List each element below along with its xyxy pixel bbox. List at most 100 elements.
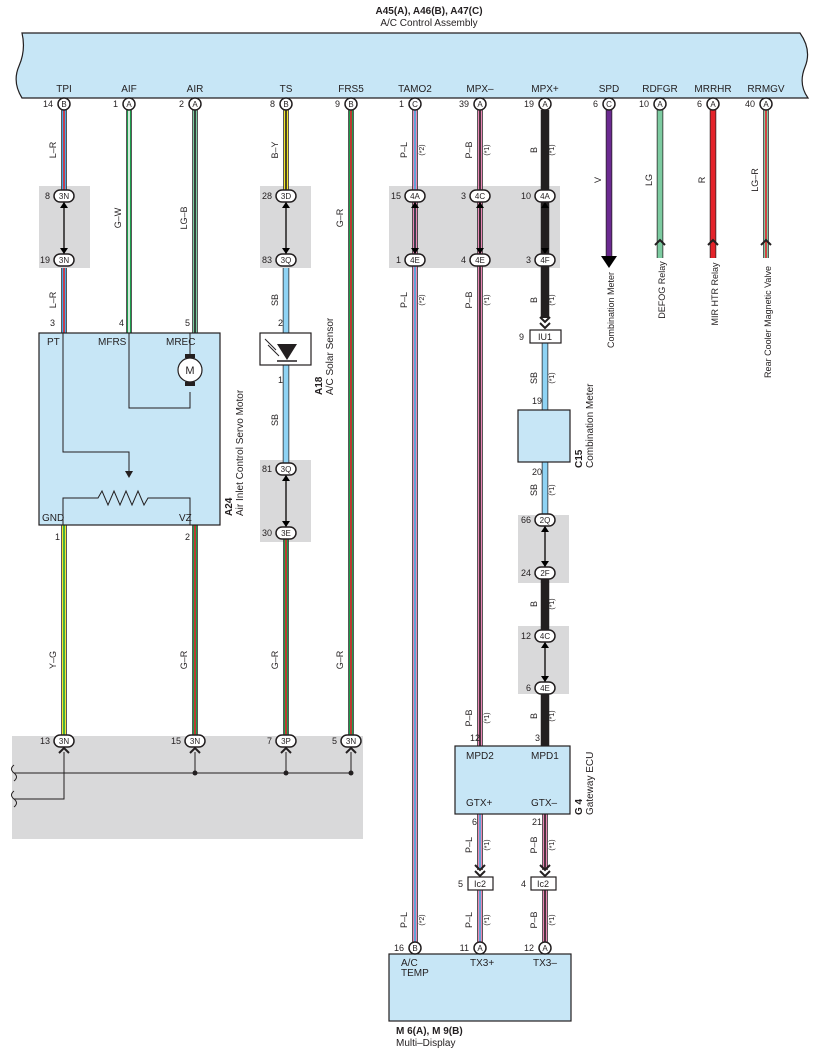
chev-ic2-r-b [539, 870, 551, 878]
conn-mpx+-letter: A [542, 100, 548, 109]
conn-tamo2-letter: C [412, 100, 418, 109]
solar-name: A/C Solar Sensor [325, 317, 336, 395]
gnd-arrow-2 [280, 746, 292, 754]
md-conn-2 [538, 941, 552, 955]
solar-sensor: 2 1 A18 A/C Solar Sensor [259, 317, 336, 395]
servo-pin-mfrs: 4 [119, 318, 124, 328]
signal-tamo2: TAMO2 [398, 84, 432, 95]
meter-code: C15 [574, 449, 585, 468]
motor-symbol: M [185, 365, 194, 377]
note-cm-b1: (*1) [549, 598, 556, 609]
color-md-tx3m: P–B [529, 911, 539, 928]
solar-pin-bot: 1 [278, 375, 283, 385]
arrow-rrmgv [760, 238, 772, 246]
jn-gnd-2 [184, 734, 206, 748]
conn-rrmgv [759, 97, 773, 111]
conn-mpx– [473, 97, 487, 111]
chev-ic2-l-a [474, 864, 486, 872]
pin-rdfgr: 10 [639, 99, 649, 109]
color-gtxm: P–B [529, 836, 539, 853]
servo-motor: PT MFRS MREC GND VZ M A24 Air Inlet Cont… [38, 332, 246, 526]
jn-gnd-1-code: 3N [59, 737, 69, 746]
servo-mrec-label: MREC [166, 337, 195, 348]
jn-mpxm-top-code: 4C [475, 192, 485, 201]
pin-tamo2: 1 [399, 99, 404, 109]
jn-mpxp-top [534, 189, 556, 203]
note-gtxm: (*1) [549, 839, 556, 850]
gw-code: G 4 [574, 798, 585, 815]
gw-pin-gtxm: 21 [532, 817, 542, 827]
jn-gnd-3-pin: 7 [267, 736, 272, 746]
gw-pin-mpd2: 12 [470, 733, 480, 743]
jlink-tpi-up [60, 202, 68, 208]
jlink-tamo-up [411, 202, 419, 208]
color-tpi-lower: L–R [48, 291, 58, 308]
meter-pin-top: 19 [532, 396, 542, 406]
jn-tamo-top-code: 4A [410, 192, 420, 201]
jn-ts2-bot-pin: 30 [262, 528, 272, 538]
arrow-spd [601, 256, 617, 268]
gateway-ecu: MPD2 MPD1 GTX+ GTX– 12 3 6 21 G 4 Gatewa… [454, 733, 596, 827]
jlink-ts2-up [282, 475, 290, 481]
gw-mpd1: MPD1 [531, 751, 559, 762]
jn-mpxp-bot-pin: 3 [526, 255, 531, 265]
jn-mpxm-bot-code: 4E [475, 256, 485, 265]
gnd-arrow-0 [58, 746, 70, 754]
jn-cm-d-code: 4E [540, 684, 550, 693]
note-mpxp-lower: (*1) [549, 294, 556, 305]
note-mpxm: (*1) [484, 144, 491, 155]
signal-aif: AIF [121, 84, 137, 95]
color-frs5: G–R [335, 208, 345, 227]
jn-mpxp-top-code: 4A [540, 192, 550, 201]
jlink-ts-up [282, 202, 290, 208]
solar-code: A18 [314, 376, 325, 395]
jn-ts-top-code: 3D [281, 192, 291, 201]
arrow-mrrhr [707, 238, 719, 246]
jn-mpxm-bot-pin: 4 [461, 255, 466, 265]
md-temp-label: TEMP [401, 968, 429, 979]
jn-ts-bot [275, 253, 297, 267]
solar-pin-top: 2 [278, 318, 283, 328]
color-mrrhr: R [697, 176, 707, 183]
servo-pin-gnd: 1 [55, 532, 60, 542]
jn-gnd-4-pin: 5 [332, 736, 337, 746]
jlink-tamo-down [411, 248, 419, 254]
jn-tpi-bot-pin: 19 [40, 255, 50, 265]
jn-tamo-bot [404, 253, 426, 267]
jn-gnd-1-pin: 13 [40, 736, 50, 746]
conn-aif-letter: A [126, 100, 132, 109]
dest-rrmgv: Rear Cooler Magnetic Valve [763, 266, 773, 378]
ac-control-assembly: A45(A), A46(B), A47(C) A/C Control Assem… [15, 6, 810, 99]
meter-name: Combination Meter [585, 383, 596, 468]
dest-mrrhr: MIR HTR Relay [710, 262, 720, 326]
jn-cm-d [534, 681, 556, 695]
gnd-arrow-1 [189, 746, 201, 754]
jn-gnd-4 [340, 734, 362, 748]
jlink-mpxp-up [541, 202, 549, 208]
color-mpxp-lower: B [529, 297, 539, 303]
servo-pt-label: PT [47, 337, 60, 348]
color-frs5-lower: G–R [335, 650, 345, 669]
pin-mpx+: 19 [524, 99, 534, 109]
color-aif: G–W [113, 207, 123, 228]
signal-frs5: FRS5 [338, 84, 364, 95]
jn-tamo-top-pin: 15 [391, 191, 401, 201]
md-name: Multi–Display [396, 1038, 455, 1049]
note-md-tx3m: (*1) [549, 914, 556, 925]
jlink-cm-ab-down [541, 561, 549, 567]
jn-cm-b-code: 2F [540, 569, 549, 578]
conn-tamo2 [408, 97, 422, 111]
conn-rdfgr [653, 97, 667, 111]
jn-gnd-2-code: 3N [190, 737, 200, 746]
gw-gtxp: GTX+ [466, 798, 493, 809]
color-gtxp: P–L [464, 837, 474, 853]
md-tx3p-label: TX3+ [470, 958, 494, 969]
note-cm-b2: (*1) [549, 710, 556, 721]
color-cm-b2: B [529, 713, 539, 719]
jn-tpi-bot [53, 253, 75, 267]
conn-aif [122, 97, 136, 111]
jn-mpxp-top-pin: 10 [521, 191, 531, 201]
jn-ts2-bot-code: 3E [281, 529, 291, 538]
conn-frs5 [344, 97, 358, 111]
color-tamo2: P–L [399, 142, 409, 158]
